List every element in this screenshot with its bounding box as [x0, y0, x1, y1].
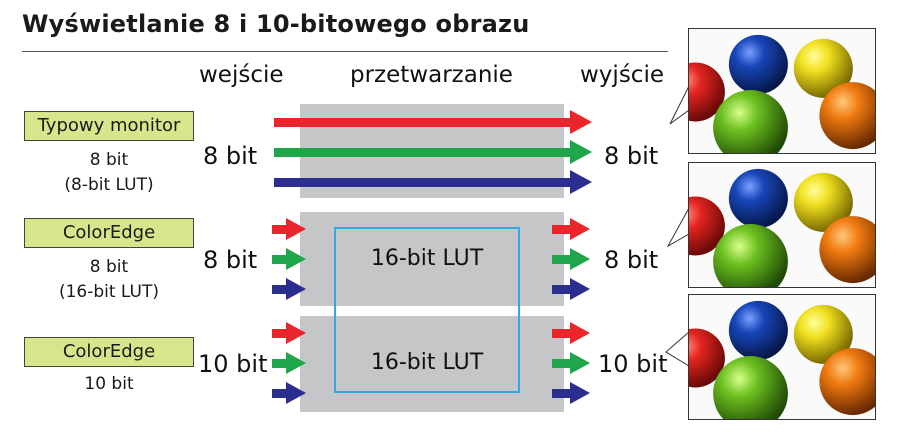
row2-green-out-arrow	[552, 248, 590, 270]
row2-lut-note: (16-bit LUT)	[58, 282, 160, 302]
lut-label-row3: 16-bit LUT	[370, 350, 484, 375]
row3-blue-out-arrow	[552, 382, 590, 404]
row1-blue-arrow	[274, 170, 592, 194]
row3-red-out-arrow	[552, 322, 590, 344]
row2-input-bits: 8 bit	[203, 246, 258, 274]
row2-blue-out-arrow	[552, 278, 590, 300]
row1-lut-note: (8-bit LUT)	[64, 175, 154, 195]
row3-callout-pointer	[665, 330, 690, 367]
row3-input-bits: 10 bit	[198, 350, 268, 378]
row3-green-out-arrow	[552, 352, 590, 374]
row1-callout-pointer	[669, 85, 690, 125]
row3-red-in-arrow	[272, 322, 306, 344]
row3-device-label: ColorEdge	[24, 337, 194, 367]
row2-green-in-arrow	[272, 248, 306, 270]
row1-output-bits: 8 bit	[604, 142, 659, 170]
row2-output-image	[688, 162, 876, 288]
row2-output-bits: 8 bit	[604, 246, 659, 274]
title-divider	[22, 51, 668, 52]
row1-input-bits: 8 bit	[203, 142, 258, 170]
row3-green-in-arrow	[272, 352, 306, 374]
column-header-output: wyjście	[580, 62, 664, 88]
row2-bit-depth: 8 bit	[89, 257, 129, 277]
row1-output-image	[688, 28, 876, 154]
row2-red-in-arrow	[272, 218, 306, 240]
row3-bit-depth: 10 bit	[84, 374, 134, 394]
row3-output-image	[688, 294, 876, 420]
column-header-processing: przetwarzanie	[350, 62, 513, 88]
row3-blue-in-arrow	[272, 382, 306, 404]
row3-output-bits: 10 bit	[598, 350, 668, 378]
lut-label-row2: 16-bit LUT	[370, 246, 484, 271]
row1-device-label: Typowy monitor	[24, 111, 194, 141]
row1-bit-depth: 8 bit	[89, 150, 129, 170]
row2-callout-pointer	[666, 207, 690, 248]
row1-green-arrow	[274, 140, 592, 164]
column-header-input: wejście	[199, 62, 284, 88]
row2-red-out-arrow	[552, 218, 590, 240]
lut-frame	[334, 227, 520, 393]
diagram-title: Wyświetlanie 8 i 10-bitowego obrazu	[22, 10, 530, 38]
row1-red-arrow	[274, 110, 592, 134]
row2-device-label: ColorEdge	[24, 218, 194, 248]
row2-blue-in-arrow	[272, 278, 306, 300]
processing-band-row3	[300, 316, 564, 412]
